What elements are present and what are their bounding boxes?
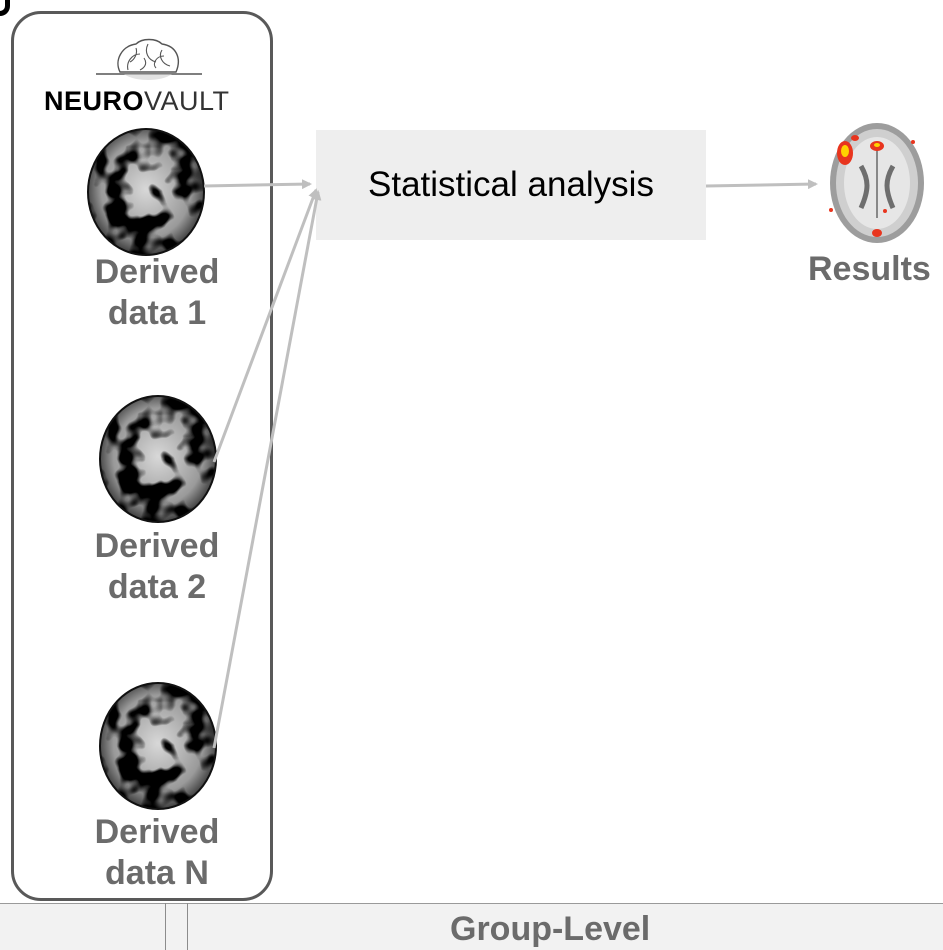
arrow-analysis-to-results	[705, 179, 818, 190]
level-divider	[165, 903, 166, 950]
caption-line: data 1	[107, 294, 207, 332]
derived-brain-map-1	[87, 128, 205, 256]
caption-line: Derived	[94, 813, 220, 851]
derived-data-1-caption: Derived data 1	[57, 252, 257, 334]
statistical-analysis-label: Statistical analysis	[368, 165, 654, 204]
group-level-label: Group-Level	[450, 910, 651, 948]
logo-light-text: VAULT	[144, 86, 230, 116]
statistical-analysis-box: Statistical analysis	[316, 130, 706, 240]
neurovault-logo: NEUROVAULT	[44, 34, 244, 117]
logo-bold-text: NEURO	[44, 86, 145, 116]
derived-data-n-caption: Derived data N	[57, 812, 257, 894]
neurovault-wordmark: NEUROVAULT	[44, 86, 230, 117]
corner-mark	[0, 0, 10, 16]
results-brain-map	[829, 123, 924, 243]
derived-brain-map-2	[99, 395, 217, 523]
derived-data-2-caption: Derived data 2	[57, 526, 257, 608]
caption-line: Derived	[94, 527, 220, 565]
derived-brain-map-n	[99, 682, 217, 810]
level-bar	[0, 903, 943, 950]
level-divider	[187, 903, 188, 950]
brain-logo-icon	[96, 38, 202, 80]
caption-line: data 2	[107, 568, 207, 606]
results-caption: Results	[808, 250, 931, 288]
neurovault-repository-box	[11, 11, 273, 901]
arrow-data2-to-analysis	[212, 188, 318, 463]
caption-line: data N	[105, 854, 209, 892]
arrow-datan-to-analysis	[212, 190, 322, 749]
caption-line: Derived	[94, 253, 220, 291]
arrow-data1-to-analysis	[203, 179, 312, 190]
